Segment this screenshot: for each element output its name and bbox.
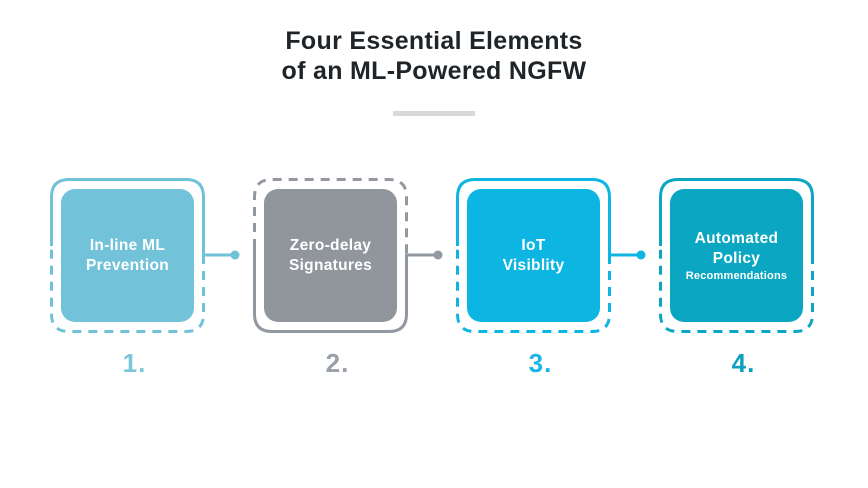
element-card-automated-policy-recommendations: Automated Policy Recommendations 4. bbox=[659, 178, 814, 378]
card-label: In-line ML Prevention bbox=[85, 236, 170, 274]
card-number: 1. bbox=[122, 348, 147, 378]
card-sublabel: Recommendations bbox=[685, 270, 788, 282]
card-label: IoT Visiblity bbox=[502, 236, 565, 274]
page-title-line2: of an ML-Powered NGFW bbox=[281, 57, 587, 85]
dashed-border-frame bbox=[659, 178, 814, 333]
element-card-inline-ml-prevention: In-line ML Prevention 1. bbox=[50, 178, 240, 378]
dashed-border-frame bbox=[50, 178, 205, 333]
dashed-border-frame bbox=[253, 178, 408, 333]
card-box: IoT Visiblity bbox=[467, 189, 600, 322]
connector-line bbox=[202, 250, 240, 260]
connector-dot-icon bbox=[636, 250, 646, 260]
dashed-border-frame bbox=[456, 178, 611, 333]
card-number: 4. bbox=[731, 348, 756, 378]
element-card-zero-delay-signatures: Zero-delay Signatures 2. bbox=[253, 178, 443, 378]
card-number: 3. bbox=[528, 348, 553, 378]
connector-line bbox=[608, 250, 646, 260]
connector-line bbox=[405, 250, 443, 260]
page-title: Four Essential Elements of an ML-Powered… bbox=[0, 26, 868, 86]
card-label: Zero-delay Signatures bbox=[288, 236, 373, 274]
title-divider bbox=[393, 111, 475, 116]
card-box: In-line ML Prevention bbox=[61, 189, 194, 322]
card-box: Automated Policy Recommendations bbox=[670, 189, 803, 322]
card-number: 2. bbox=[325, 348, 350, 378]
card-label: Automated Policy bbox=[694, 230, 779, 267]
connector-dot-icon bbox=[433, 250, 443, 260]
page-title-line1: Four Essential Elements bbox=[285, 27, 583, 55]
card-box: Zero-delay Signatures bbox=[264, 189, 397, 322]
connector-dot-icon bbox=[230, 250, 240, 260]
element-card-iot-visibility: IoT Visiblity 3. bbox=[456, 178, 646, 378]
